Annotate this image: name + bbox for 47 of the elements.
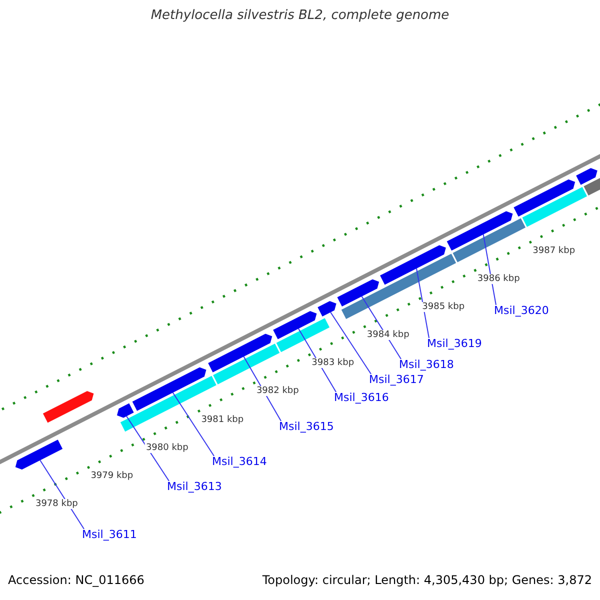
gene-label: Msil_3618 bbox=[399, 358, 454, 371]
scale-label: 3986 kbp bbox=[476, 274, 521, 284]
gene-block bbox=[14, 438, 64, 470]
scale-label: 3980 kbp bbox=[144, 442, 190, 453]
gene-label: Msil_3617 bbox=[369, 373, 424, 386]
scale-label: 3985 kbp bbox=[421, 302, 466, 312]
gene-block bbox=[207, 333, 273, 374]
gene-block bbox=[512, 178, 576, 218]
gene-block bbox=[316, 300, 338, 318]
gene-bar bbox=[452, 217, 526, 264]
leader-line bbox=[298, 328, 336, 392]
gene-block bbox=[116, 402, 135, 418]
leader-line bbox=[172, 392, 214, 456]
scale-label: 3978 kbp bbox=[34, 498, 79, 509]
gene-block bbox=[132, 366, 207, 412]
gene-block bbox=[42, 390, 94, 424]
leader-line bbox=[243, 356, 282, 422]
leader-line bbox=[361, 296, 402, 360]
gene-label: Msil_3619 bbox=[427, 337, 482, 350]
leader-line bbox=[330, 312, 372, 374]
title: Methylocella silvestris BL2, complete genome bbox=[150, 8, 450, 23]
scale-label: 3987 kbp bbox=[532, 246, 576, 256]
gene-block bbox=[336, 278, 380, 308]
gene-block bbox=[379, 244, 447, 286]
gene-label: Msil_3615 bbox=[279, 420, 334, 433]
gene-label: Msil_3620 bbox=[494, 304, 549, 317]
leader-line bbox=[482, 234, 496, 306]
gene-block bbox=[575, 167, 598, 186]
gene-bar bbox=[521, 186, 588, 228]
scale-label: 3983 kbp bbox=[310, 358, 356, 368]
scale-label: 3982 kbp bbox=[255, 386, 300, 396]
scale-label: 3984 kbp bbox=[366, 330, 410, 340]
gene-block bbox=[272, 310, 318, 340]
scale-label: 3979 kbp bbox=[90, 470, 134, 481]
gene-label: Msil_3611 bbox=[82, 528, 137, 541]
leader-line bbox=[40, 460, 84, 530]
accession-text: Accession: NC_011666 bbox=[8, 573, 144, 587]
gene-bar bbox=[276, 317, 330, 353]
gene-bar bbox=[212, 342, 280, 386]
gene-label: Msil_3614 bbox=[212, 455, 267, 468]
genome-info-text: Topology: circular; Length: 4,305,430 bp; Genes: 3,872 bbox=[262, 573, 592, 587]
leader-line bbox=[126, 416, 170, 482]
gene-block bbox=[446, 210, 514, 252]
gene-label: Msil_3616 bbox=[334, 391, 389, 404]
scale-label: 3981 kbp bbox=[200, 414, 245, 424]
leader-line bbox=[416, 268, 430, 338]
gene-label: Msil_3613 bbox=[167, 480, 222, 493]
